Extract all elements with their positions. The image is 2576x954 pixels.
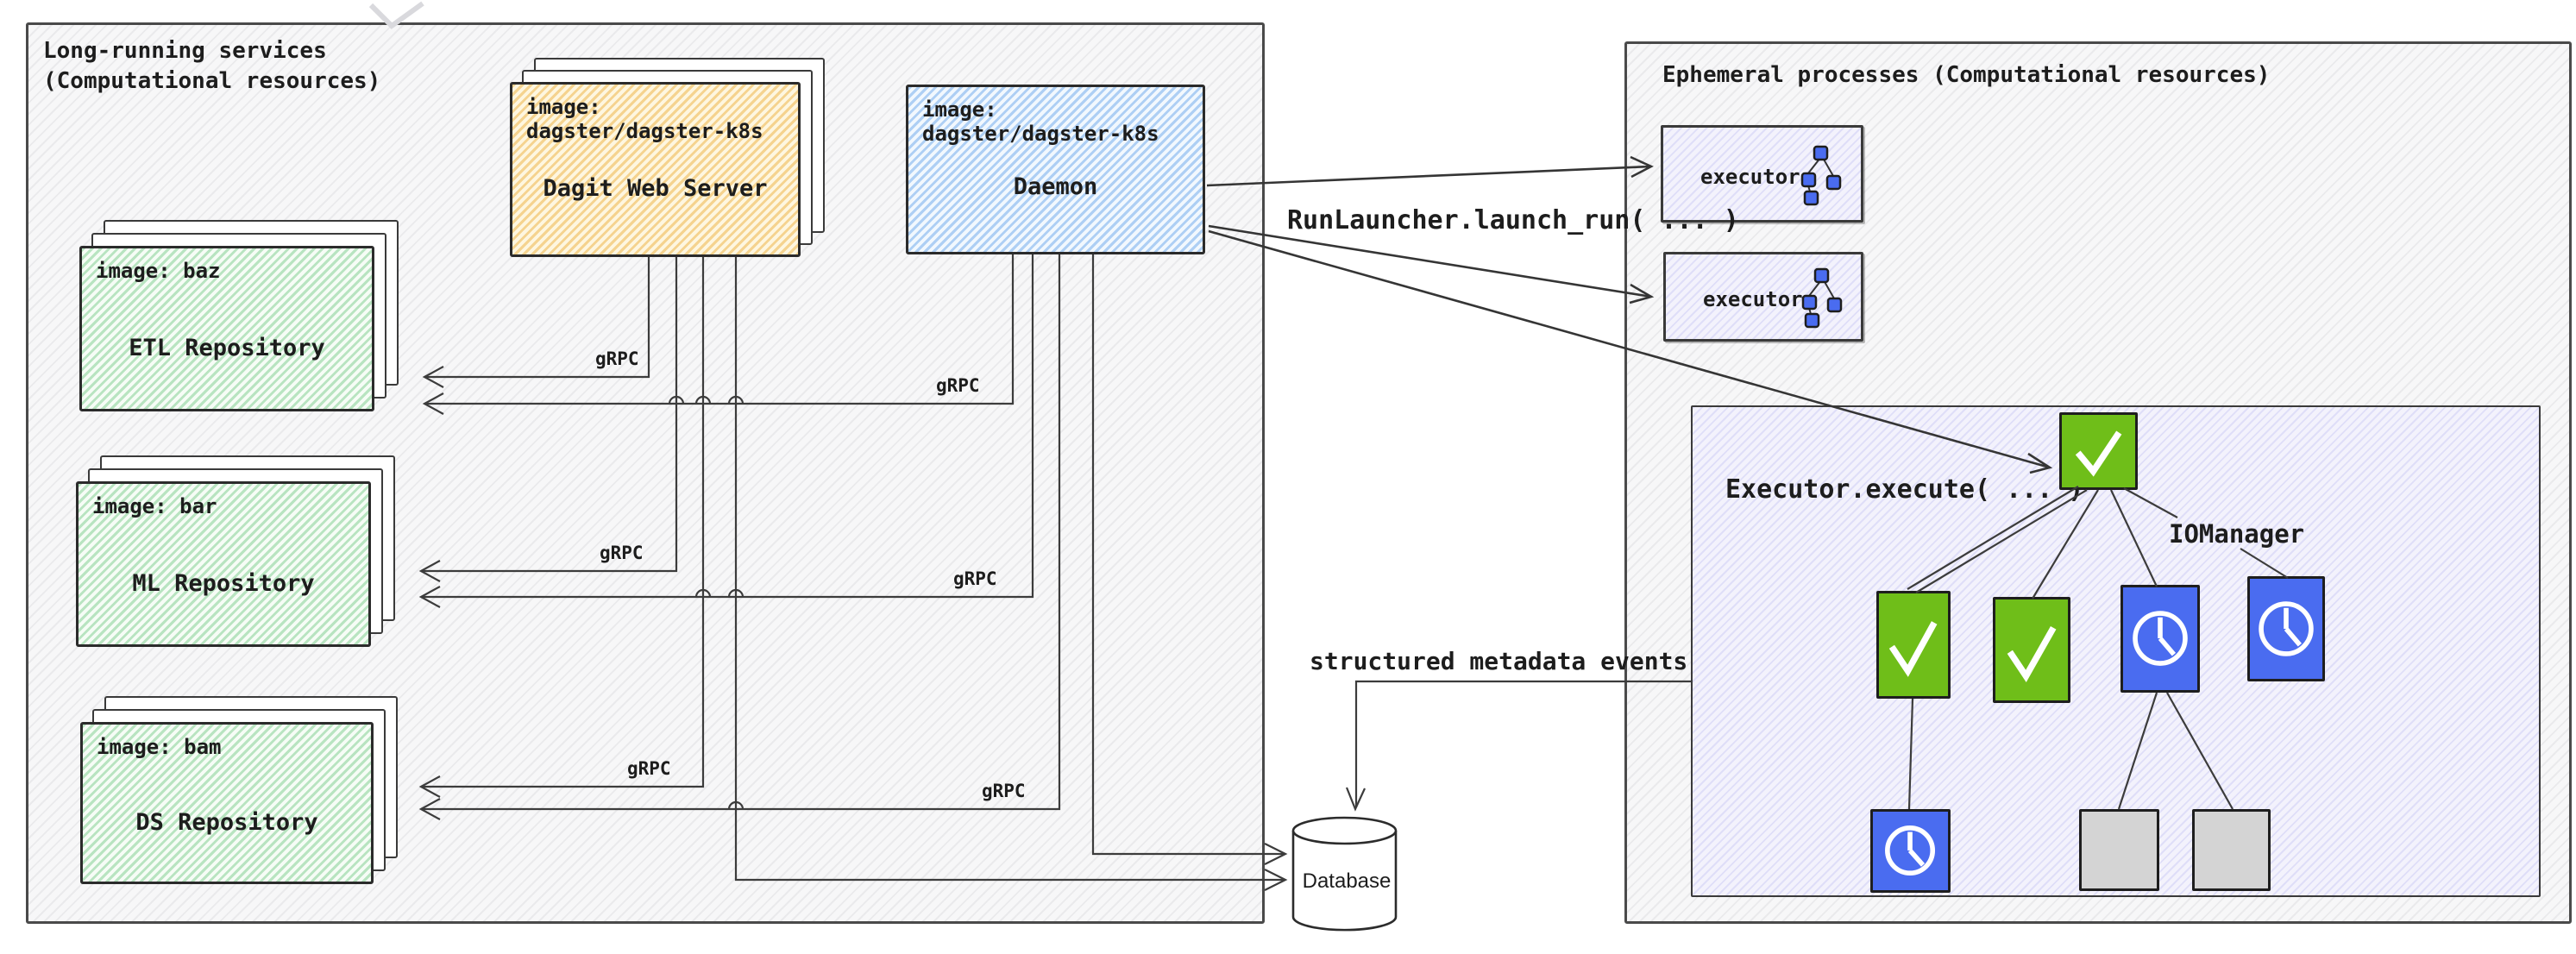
- grpc-label: gRPC: [595, 348, 639, 369]
- etl-title: ETL Repository: [129, 335, 325, 361]
- grpc-label: gRPC: [953, 568, 997, 589]
- dagit-image-label: image: dagster/dagster-k8s: [526, 95, 763, 143]
- executor-box-2: executor: [1663, 252, 1863, 342]
- op-node-success: [1876, 591, 1951, 699]
- iomanager-label: IOManager: [2169, 519, 2305, 549]
- arrow-runlauncher-executor-1: [1206, 155, 1654, 187]
- arrow-runlauncher-execute-box: [1208, 229, 2053, 474]
- arrow-metadata-events-database: [1345, 680, 1691, 812]
- op-node-pending: [2079, 809, 2159, 891]
- etl-repository-box: image: baz ETL Repository: [79, 246, 374, 411]
- clock-icon: [2133, 611, 2188, 666]
- canvas-artifact-check: [368, 1, 424, 29]
- runlauncher-label: RunLauncher.launch_run( ... ): [1287, 205, 1739, 235]
- grpc-wire-dagit-ml: [418, 257, 678, 582]
- dagit-web-server-box: image: dagster/dagster-k8s Dagit Web Ser…: [510, 82, 801, 257]
- op-node-success: [1993, 597, 2070, 703]
- metadata-events-label: structured metadata events: [1310, 647, 1688, 675]
- ml-title: ML Repository: [132, 570, 315, 597]
- grpc-label: gRPC: [936, 375, 980, 396]
- grpc-wire-daemon-ds: [418, 254, 1061, 820]
- ds-title: DS Repository: [135, 809, 318, 836]
- grpc-wire-daemon-etl: [422, 254, 1015, 415]
- grpc-wire-dagit-ds: [418, 257, 705, 798]
- database-label: Database: [1302, 869, 1392, 893]
- grpc-label: gRPC: [627, 758, 671, 779]
- grpc-wire-daemon-ml: [418, 254, 1034, 608]
- ds-image-label: image: bam: [97, 735, 222, 759]
- daemon-title: Daemon: [1013, 173, 1098, 200]
- database-cylinder: [1291, 816, 1398, 932]
- grpc-label: gRPC: [600, 543, 644, 563]
- op-node-in-progress-iomanager: [2247, 576, 2325, 681]
- dag-icon: [1800, 145, 1842, 206]
- long-running-services-title: Long-running services (Computational res…: [43, 38, 381, 95]
- check-icon: [2007, 625, 2057, 682]
- dagit-title: Dagit Web Server: [543, 175, 768, 202]
- check-icon: [1888, 621, 1938, 677]
- check-icon: [2075, 430, 2122, 477]
- etl-image-label: image: baz: [96, 259, 221, 283]
- grpc-wire-dagit-etl: [422, 257, 650, 388]
- op-tree-edges: [1907, 486, 2289, 810]
- daemon-image-label: image: dagster/dagster-k8s: [922, 97, 1159, 146]
- wire-dagit-database: [734, 257, 1288, 891]
- ml-image-label: image: bar: [92, 494, 217, 518]
- arrow-runlauncher-executor-2: [1208, 224, 1655, 304]
- grpc-label: gRPC: [982, 781, 1026, 801]
- ds-repository-box: image: bam DS Repository: [80, 722, 374, 884]
- op-node-in-progress: [1870, 809, 1951, 893]
- op-node-in-progress: [2120, 585, 2200, 693]
- executor-box-1: executor: [1661, 125, 1863, 223]
- clock-icon: [1885, 825, 1936, 876]
- executor-1-label: executor: [1700, 165, 1800, 189]
- op-node-root-success: [2059, 412, 2138, 490]
- daemon-box: image: dagster/dagster-k8s Daemon: [906, 85, 1205, 254]
- ml-repository-box: image: bar ML Repository: [76, 481, 371, 647]
- op-node-pending: [2192, 809, 2271, 891]
- executor-execute-title: Executor.execute( ... ): [1725, 474, 2084, 505]
- dag-icon: [1801, 267, 1843, 329]
- ephemeral-processes-title: Ephemeral processes (Computational resou…: [1662, 62, 2271, 88]
- clock-icon: [2259, 601, 2314, 656]
- wire-daemon-database: [1091, 254, 1288, 865]
- executor-2-label: executor: [1703, 287, 1803, 311]
